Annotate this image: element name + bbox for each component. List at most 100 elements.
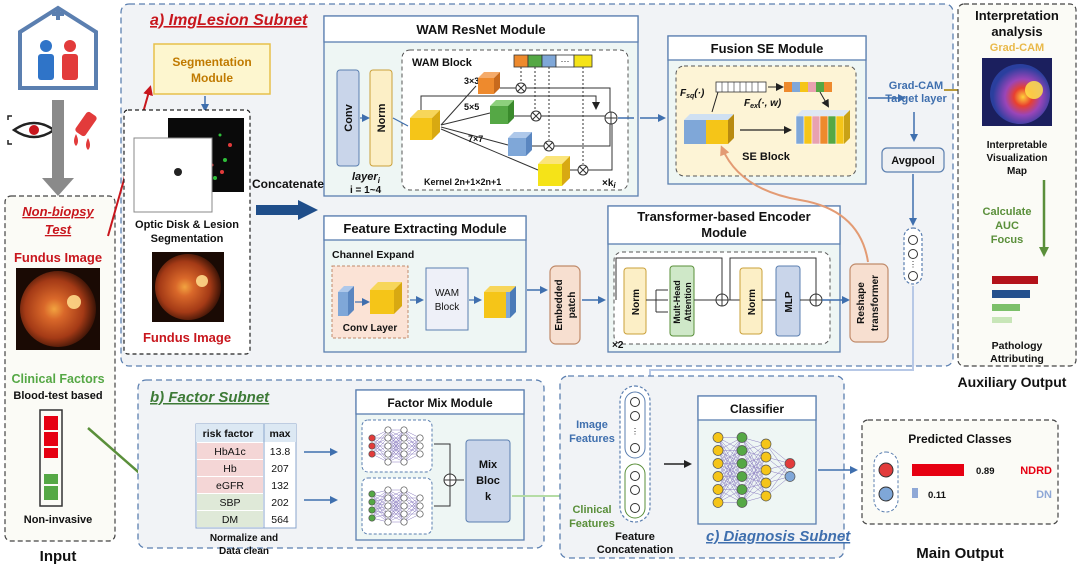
reshape-transformer-box: [849, 263, 889, 343]
risk-factor-max: 132: [271, 480, 289, 492]
segmentation-module-label-1: Segmentation: [172, 55, 251, 69]
pathology-label-2: Attributing: [990, 353, 1044, 365]
prob-bar-ndrd: [912, 464, 964, 476]
blood-test-tube-icon: [39, 409, 63, 507]
channel-output-cube: [370, 282, 402, 314]
layer-label: layeri: [352, 171, 381, 185]
transformer-title-1: Transformer-based Encoder: [637, 209, 810, 224]
mlp-label: MLP: [784, 291, 795, 312]
table-header-max: max: [269, 428, 290, 440]
risk-factor-table: [195, 423, 297, 529]
feature-concat-label-2: Concatenation: [597, 544, 674, 556]
vis-map-2: Visualization: [987, 153, 1048, 164]
kernel-n-label: Kernel 2n+1×2n+1: [424, 177, 501, 187]
attention-weight-vector: ···: [513, 54, 593, 68]
normalize-label-2: Data clean: [219, 546, 269, 557]
prob-value: 0.11: [928, 490, 947, 501]
avgpool-label: Avgpool: [891, 155, 935, 167]
mix-block-label-2: Bloc: [476, 475, 500, 487]
mix-block-label-1: Mix: [479, 459, 498, 471]
svg-text:···: ···: [561, 56, 570, 66]
wam-block: [401, 49, 629, 191]
concatenate-label: Concatenate: [252, 177, 324, 191]
classifier-title: Classifier: [730, 402, 784, 416]
fsq-label: Fsq(·): [680, 88, 705, 100]
fusion-se-title: Fusion SE Module: [711, 41, 824, 56]
wam-conv-block: [336, 69, 360, 167]
mlp-block: [775, 265, 801, 337]
channel-expand-label: Channel Expand: [332, 249, 414, 261]
auc-label-2: AUC: [995, 220, 1019, 232]
transformer-norm-1-label: Norm: [631, 289, 642, 315]
transformer-repeat-label: ×2: [612, 340, 624, 351]
feature-output-cube: [484, 286, 516, 318]
transformer-norm-2-label: Norm: [747, 289, 758, 315]
diagnosis-subnet-title: c) Diagnosis Subnet: [706, 528, 851, 545]
wam-norm-block: [369, 69, 393, 167]
non-invasive-label: Non-invasive: [24, 514, 92, 526]
fundus-photo: [20, 271, 96, 347]
risk-factor-name: HbA1c: [214, 446, 246, 458]
seg-caption-2: Segmentation: [151, 233, 224, 245]
blood-test-label: Blood-test based: [13, 390, 102, 402]
fundus-image-caption: Fundus Image: [143, 330, 231, 345]
interpretation-title-2: analysis: [991, 24, 1042, 39]
interpretation-title-1: Interpretation: [975, 8, 1059, 23]
wam-block-small-label-2: Block: [435, 302, 460, 313]
mix-block-label-3: k: [485, 491, 492, 503]
gradcam-target-2: Target layer: [885, 93, 947, 105]
cube-3x3: [478, 72, 500, 94]
mha-label-1: Mult-Head: [672, 280, 682, 324]
squeeze-vector: [715, 81, 767, 93]
multi-head-attention-block: [669, 265, 695, 337]
fundus-image-seg: [155, 254, 221, 320]
vis-map-3: Map: [1007, 166, 1027, 177]
risk-factor-name: eGFR: [216, 480, 244, 492]
transformer-title-2: Module: [701, 225, 747, 240]
factor-mix-title: Factor Mix Module: [387, 396, 493, 410]
image-features-label-2: Features: [569, 433, 615, 445]
reshape-to-se-arrow: [720, 145, 869, 263]
predicted-classes-title: Predicted Classes: [908, 432, 1012, 446]
seg-caption-1: Optic Disk & Lesion: [135, 219, 239, 231]
wam-resnet-title: WAM ResNet Module: [416, 22, 545, 37]
cube-5x5: [490, 100, 514, 124]
clinical-features-label-2: Features: [569, 518, 615, 530]
kernel-3-label: 3×3: [464, 76, 479, 86]
fex-label: Fex(·, w): [744, 98, 782, 110]
cube-kernel-n: [538, 156, 570, 186]
risk-factor-name: DM: [222, 514, 238, 526]
kernel-7-label: 7×7: [468, 134, 483, 144]
excitation-vector: [784, 82, 832, 92]
cube-7x7: [508, 132, 532, 156]
test-label: Test: [45, 222, 72, 237]
segmentation-module-box: [153, 43, 271, 95]
channel-input-cube: [338, 286, 354, 316]
risk-factor-name: SBP: [219, 497, 240, 509]
layer-range-label: i = 1~4: [350, 185, 382, 196]
kernel-5-label: 5×5: [464, 102, 479, 112]
blood-drop-icon: [74, 111, 97, 150]
risk-factor-max: 13.8: [270, 446, 291, 458]
wam-block-small: [425, 267, 469, 331]
table-header-factor: risk factor: [203, 428, 254, 440]
input-box: [4, 195, 116, 542]
wam-block-title: WAM Block: [412, 57, 473, 69]
se-input-cube: [684, 114, 734, 144]
svg-text:⋮: ⋮: [909, 260, 917, 269]
repeat-k-label: ×ki: [602, 178, 616, 190]
input-label: Input: [40, 548, 77, 565]
pathology-bars: [992, 276, 1038, 323]
vis-map-1: Interpretable: [987, 140, 1048, 151]
embedded-patch-box: [549, 265, 581, 345]
factor-subnet-title: b) Factor Subnet: [150, 389, 270, 406]
class-node-dn: [878, 486, 894, 502]
se-output-cube: [795, 110, 850, 145]
imglesion-subnet-title: a) ImgLesion Subnet: [150, 12, 308, 29]
conv-layer-label: Conv Layer: [343, 323, 398, 334]
se-block-label: SE Block: [742, 151, 791, 163]
class-node-ndrd: [878, 462, 894, 478]
svg-text:⋮: ⋮: [631, 427, 639, 436]
mix-networks: [368, 426, 424, 526]
